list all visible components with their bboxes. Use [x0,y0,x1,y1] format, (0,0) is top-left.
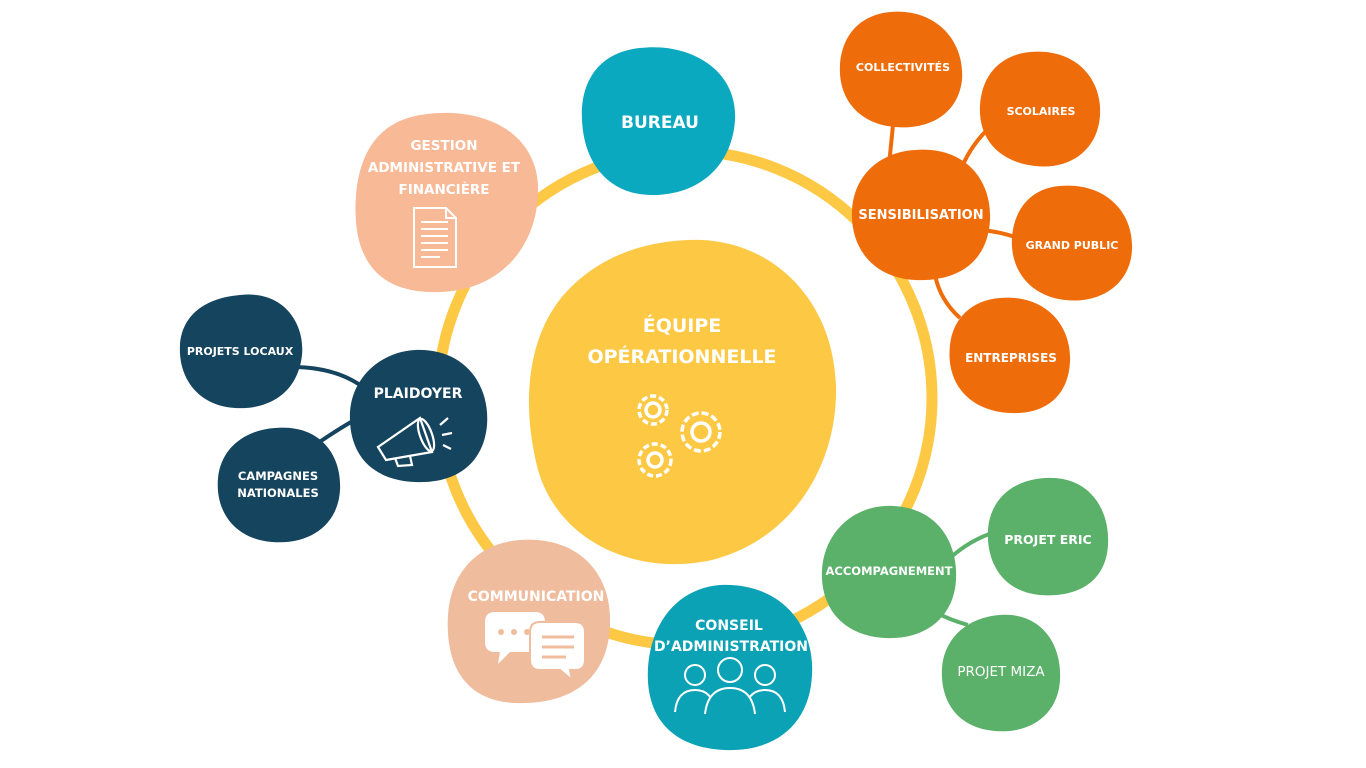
collectivites-node: COLLECTIVITÉS [839,11,963,128]
center-blob [528,239,837,565]
plaidoyer-blob [349,349,488,483]
scolaires-node: SCOLAIRES [979,51,1101,167]
entreprises-label: ENTREPRISES [965,351,1057,365]
center-title-line2: OPÉRATIONNELLE [587,345,776,368]
projets-locaux-label: PROJETS LOCAUX [187,345,294,358]
conseil-label-line2: D’ADMINISTRATION [654,639,808,655]
accompagnement-node: ACCOMPAGNEMENT [821,505,957,639]
megaphone-icon [376,416,453,468]
collectivites-blob [839,11,963,128]
projet-eric-blob [987,477,1109,596]
entreprises-blob [949,297,1071,414]
center-node: ÉQUIPE OPÉRATIONNELLE [528,239,837,565]
accompagnement-label: ACCOMPAGNEMENT [826,564,953,578]
connector-projets-locaux [295,365,362,387]
chat-bubbles-icon [485,612,586,683]
bureau-label: BUREAU [621,113,699,133]
gestion-label-line1: GESTION [410,138,477,154]
communication-node: COMMUNICATION [447,539,611,704]
grand-public-blob [1011,185,1133,301]
campagnes-nationales-label-line2: NATIONALES [237,486,319,500]
projet-eric-label: PROJET ERIC [1004,532,1091,547]
campagnes-nationales-blob [217,427,341,543]
conseil-node: CONSEIL D’ADMINISTRATION [647,584,813,751]
projets-locaux-node: PROJETS LOCAUX [179,294,303,409]
scolaires-blob [979,51,1101,167]
projet-eric-node: PROJET ERIC [987,477,1109,596]
people-icon [674,657,786,715]
grand-public-label: GRAND PUBLIC [1026,239,1119,252]
gestion-label-line2: ADMINISTRATIVE ET [368,160,521,176]
scolaires-label: SCOLAIRES [1007,105,1076,118]
sensibilisation-blob [851,149,991,281]
plaidoyer-node: PLAIDOYER [349,349,488,483]
projet-miza-node: PROJET MIZA [941,614,1061,732]
entreprises-node: ENTREPRISES [949,297,1071,414]
sensibilisation-label: SENSIBILISATION [858,208,983,223]
projet-miza-blob [941,614,1061,732]
collectivites-label: COLLECTIVITÉS [856,61,950,74]
sensibilisation-node: SENSIBILISATION [851,149,991,281]
center-title-line1: ÉQUIPE [643,314,722,337]
document-icon [413,207,457,268]
projet-miza-label: PROJET MIZA [957,664,1045,680]
connector-entreprises [933,274,962,320]
communication-label: COMMUNICATION [468,589,605,605]
campagnes-nationales-label-line1: CAMPAGNES [238,469,318,483]
accompagnement-blob [821,505,957,639]
projets-locaux-blob [179,294,303,409]
gears-icon [637,394,722,478]
gestion-node: GESTION ADMINISTRATIVE ET FINANCIÈRE [355,112,539,293]
gestion-blob [355,112,539,293]
gestion-label-line3: FINANCIÈRE [398,181,489,198]
grand-public-node: GRAND PUBLIC [1011,185,1133,301]
conseil-label-line1: CONSEIL [695,618,763,634]
campagnes-nationales-node: CAMPAGNES NATIONALES [217,427,341,543]
bureau-blob [581,47,736,196]
bureau-node: BUREAU [581,47,736,196]
plaidoyer-label: PLAIDOYER [374,386,463,402]
